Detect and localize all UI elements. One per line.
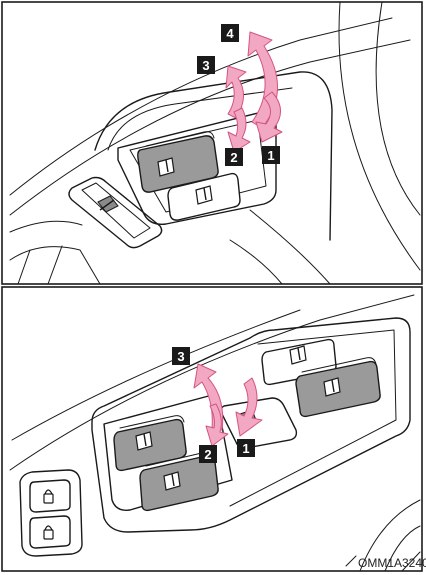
label-1-text: 1 (267, 148, 274, 163)
reference-code: OMM1A3240 (358, 556, 426, 570)
bottom-panel: 3 2 1 OMM1A3240 (2, 287, 426, 571)
label-3-text: 3 (177, 349, 184, 364)
window-icon (136, 432, 152, 450)
label-2-text: 2 (230, 150, 237, 165)
window-icon (158, 158, 174, 176)
label-1: 1 (262, 146, 280, 164)
label-1-text: 1 (242, 441, 249, 456)
label-3-text: 3 (202, 58, 209, 73)
label-2-text: 2 (204, 447, 211, 462)
label-3: 3 (197, 56, 215, 74)
window-icon (324, 378, 340, 396)
label-3: 3 (172, 347, 190, 365)
label-2: 2 (225, 148, 243, 166)
top-panel: 4 3 2 1 (2, 2, 422, 284)
label-4: 4 (221, 24, 239, 42)
label-2: 2 (199, 445, 217, 463)
window-icon (290, 346, 306, 364)
label-1: 1 (237, 439, 255, 457)
window-icon (164, 472, 180, 490)
window-icon (196, 186, 212, 204)
label-4-text: 4 (226, 26, 234, 41)
